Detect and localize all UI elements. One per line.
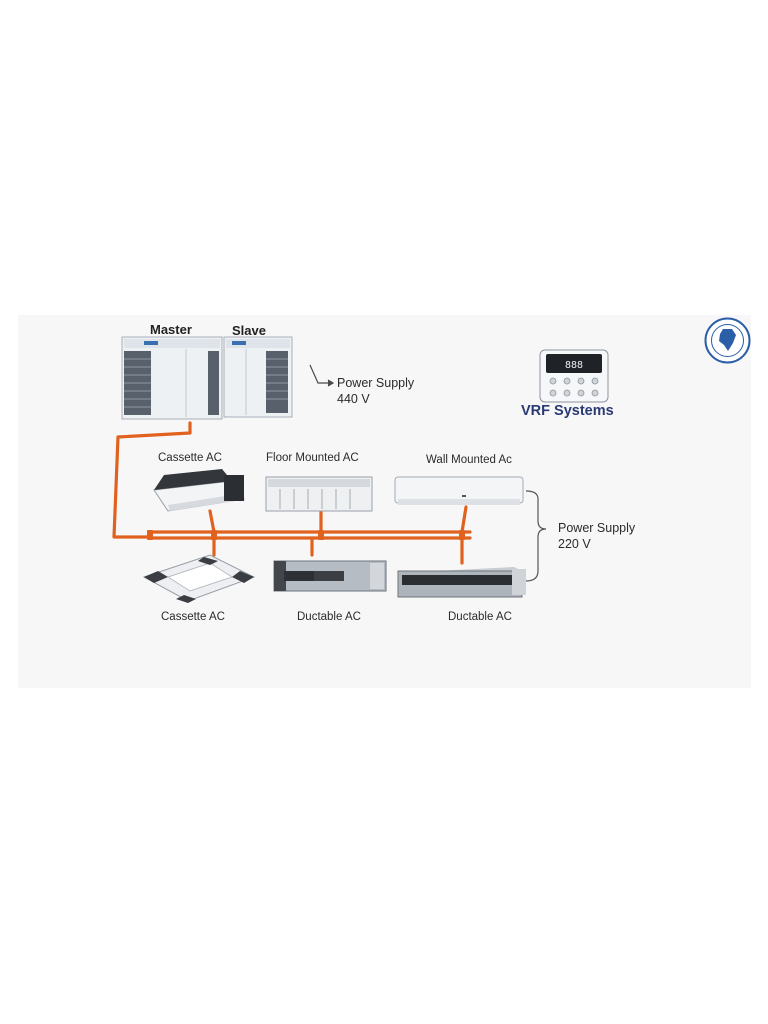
power-supply-440-line2: 440 V <box>337 392 370 406</box>
power-supply-220-line2: 220 V <box>558 537 591 551</box>
indoor-bottom-label-1: Cassette AC <box>161 611 225 623</box>
indoor-bottom-label-2: Ductable AC <box>297 611 361 623</box>
outdoor-unit-master-icon <box>121 336 223 420</box>
diagram-graphics <box>112 336 547 603</box>
cassette-ac-bottom-icon <box>142 554 256 603</box>
power-supply-bracket <box>525 490 547 582</box>
india-emblem-logo <box>704 317 751 364</box>
power-supply-440-line1: Power Supply <box>337 376 415 390</box>
wired-remote-controller-icon: 888 <box>539 349 609 403</box>
outdoor-unit-slave-icon <box>223 336 293 418</box>
power-supply-arrow-icon <box>309 364 335 387</box>
indoor-bottom-label-3: Ductable AC <box>448 611 512 623</box>
vrf-diagram-slide: 888 Master Slave Power Supply 440 V VRF … <box>18 315 751 688</box>
power-supply-220-label: Power Supply 220 V <box>558 520 635 552</box>
svg-text:888: 888 <box>565 360 583 371</box>
power-supply-220-line1: Power Supply <box>558 521 636 535</box>
diagram-title: VRF Systems <box>521 403 614 419</box>
slave-label: Slave <box>232 323 266 338</box>
refrigerant-piping <box>112 421 472 565</box>
indoor-top-label-1: Cassette AC <box>158 452 222 464</box>
master-label: Master <box>150 322 192 337</box>
cassette-ac-top-icon <box>153 469 245 512</box>
wall-mounted-ac-icon <box>394 476 524 505</box>
floor-mounted-ac-icon <box>265 476 373 512</box>
indoor-top-label-2: Floor Mounted AC <box>266 452 359 464</box>
power-supply-440-label: Power Supply 440 V <box>337 375 414 407</box>
indoor-top-label-3: Wall Mounted Ac <box>426 454 512 466</box>
ductable-ac-right-icon <box>397 567 526 598</box>
ductable-ac-middle-icon <box>273 560 387 592</box>
